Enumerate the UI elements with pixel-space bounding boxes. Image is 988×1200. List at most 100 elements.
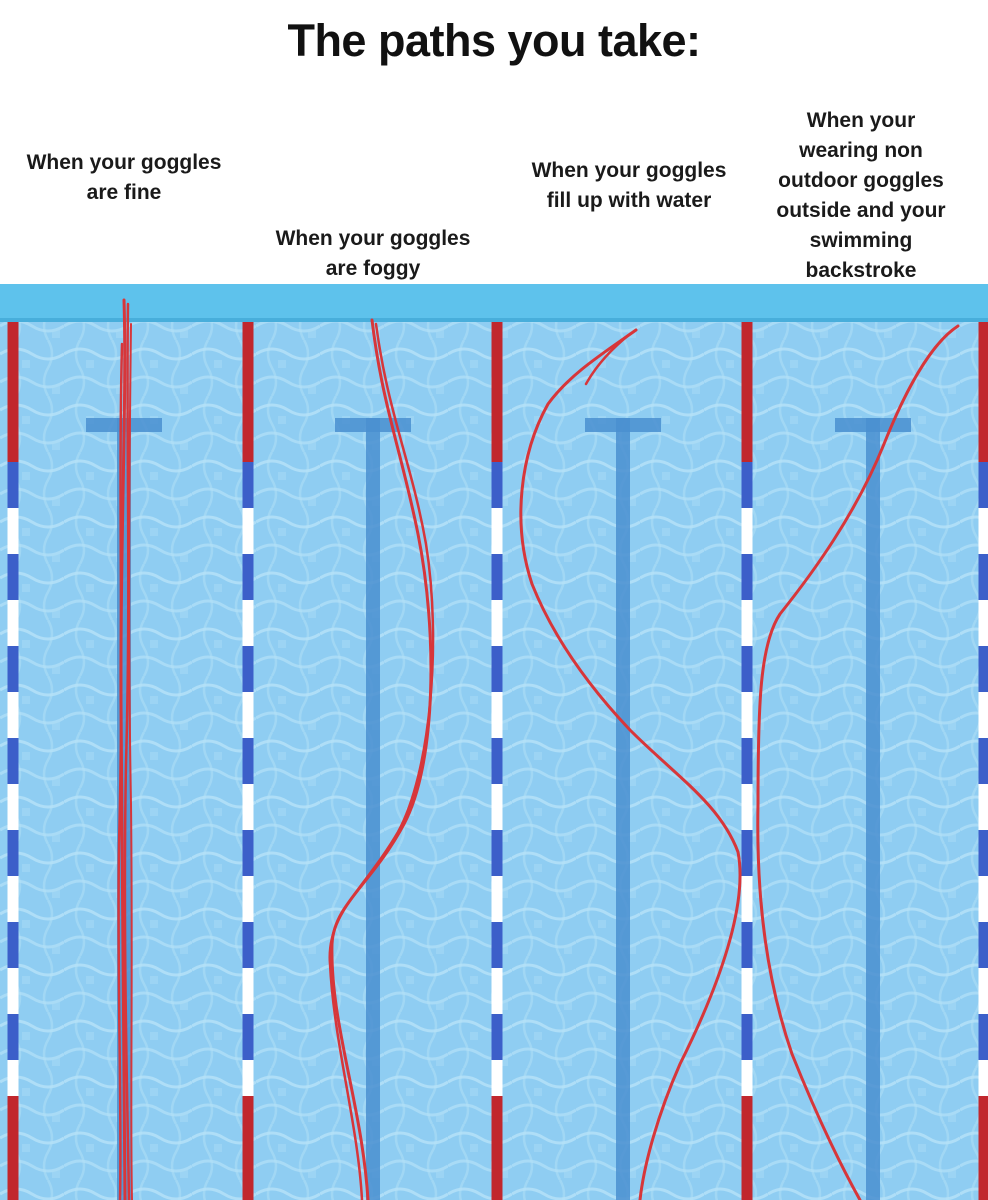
rope-white-segment [242, 968, 254, 1014]
rope-blue-segment [7, 738, 19, 784]
rope-blue-segment [741, 554, 753, 600]
rope-red-segment [7, 1096, 19, 1200]
rope-white-segment [978, 692, 988, 738]
rope-white-segment [491, 876, 503, 922]
rope-blue-segment [978, 738, 988, 784]
rope-blue-segment [978, 646, 988, 692]
rope-blue-segment [7, 830, 19, 876]
lane-rope [978, 322, 988, 1200]
rope-blue-segment [242, 922, 254, 968]
caption-goggles-water: When your goggles fill up with water [498, 156, 760, 216]
rope-blue-segment [7, 922, 19, 968]
rope-white-segment [741, 1060, 753, 1096]
rope-white-segment [491, 508, 503, 554]
rope-blue-segment [978, 830, 988, 876]
rope-blue-segment [7, 462, 19, 508]
rope-blue-segment [491, 738, 503, 784]
caption-line: wearing non [799, 139, 923, 162]
caption-line: outside and your [776, 199, 946, 222]
caption-line: are foggy [325, 257, 421, 280]
rope-blue-segment [242, 554, 254, 600]
rope-red-segment [491, 1096, 503, 1200]
pool-edge-shadow [0, 318, 988, 322]
rope-white-segment [491, 1060, 503, 1096]
rope-white-segment [978, 1060, 988, 1096]
rope-white-segment [7, 692, 19, 738]
caption-line: When your [806, 109, 916, 132]
rope-blue-segment [741, 738, 753, 784]
rope-white-segment [242, 876, 254, 922]
swim-paths [117, 298, 960, 1200]
rope-white-segment [978, 784, 988, 830]
rope-red-segment [491, 322, 503, 462]
rope-white-segment [7, 1060, 19, 1096]
rope-white-segment [978, 508, 988, 554]
rope-white-segment [242, 784, 254, 830]
caption-line: backstroke [805, 259, 917, 282]
rope-white-segment [7, 968, 19, 1014]
rope-blue-segment [7, 646, 19, 692]
rope-red-segment [741, 322, 753, 462]
rope-blue-segment [741, 922, 753, 968]
path-water-2 [584, 332, 632, 386]
rope-blue-segment [7, 554, 19, 600]
rope-blue-segment [978, 922, 988, 968]
rope-red-segment [242, 322, 254, 462]
lane-floor-marker [585, 418, 661, 1200]
rope-white-segment [242, 692, 254, 738]
rope-white-segment [242, 508, 254, 554]
path-water [519, 328, 742, 1200]
rope-red-segment [7, 322, 19, 462]
marker-stem [866, 418, 880, 1200]
meme-title: The paths you take: [287, 15, 701, 66]
caption-goggles-foggy: When your goggles are foggy [248, 224, 498, 284]
rope-red-segment [741, 1096, 753, 1200]
rope-blue-segment [491, 646, 503, 692]
rope-blue-segment [491, 462, 503, 508]
caption-goggles-fine: When your goggles are fine [0, 148, 248, 208]
rope-blue-segment [242, 1014, 254, 1060]
path-foggy [330, 318, 433, 1200]
lane-rope [7, 322, 19, 1200]
rope-blue-segment [978, 1014, 988, 1060]
lane-rope [741, 322, 753, 1200]
rope-blue-segment [491, 922, 503, 968]
path-foggy-2 [328, 322, 435, 1200]
rope-white-segment [741, 968, 753, 1014]
rope-blue-segment [741, 1014, 753, 1060]
rope-blue-segment [242, 646, 254, 692]
rope-white-segment [242, 600, 254, 646]
swimming-pool [0, 284, 988, 1200]
rope-white-segment [7, 600, 19, 646]
caption-line: are fine [86, 181, 162, 204]
lane-rope [242, 322, 254, 1200]
rope-white-segment [7, 784, 19, 830]
rope-white-segment [491, 968, 503, 1014]
rope-red-segment [978, 322, 988, 462]
rope-white-segment [741, 508, 753, 554]
path-backstroke [756, 324, 960, 1200]
rope-blue-segment [491, 830, 503, 876]
path-fine-3 [117, 342, 124, 1200]
caption-line: outdoor goggles [778, 169, 944, 192]
caption-line: When your goggles [275, 227, 471, 250]
rope-white-segment [741, 692, 753, 738]
caption-line: fill up with water [546, 189, 712, 212]
rope-white-segment [978, 600, 988, 646]
rope-red-segment [242, 1096, 254, 1200]
rope-white-segment [491, 600, 503, 646]
rope-white-segment [242, 1060, 254, 1096]
rope-red-segment [978, 1096, 988, 1200]
caption-line: When your goggles [26, 151, 222, 174]
caption-goggles-backstroke: When your wearing non outdoor goggles ou… [748, 106, 974, 286]
lane-ropes [7, 322, 988, 1200]
rope-blue-segment [242, 462, 254, 508]
rope-blue-segment [741, 830, 753, 876]
rope-white-segment [741, 784, 753, 830]
rope-blue-segment [242, 738, 254, 784]
rope-white-segment [7, 876, 19, 922]
pool-edge [0, 284, 988, 322]
path-fine-4 [128, 323, 133, 1200]
rope-blue-segment [7, 1014, 19, 1060]
